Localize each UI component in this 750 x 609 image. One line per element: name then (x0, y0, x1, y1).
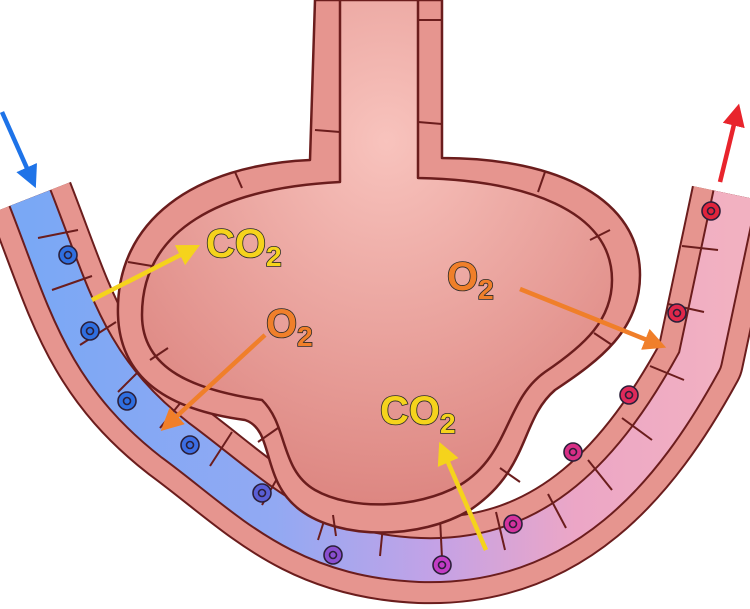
co2-label-bottom: CO2 (380, 389, 456, 439)
o2-label-right: O2 (447, 255, 494, 305)
blood-cell (503, 514, 523, 534)
co2-diffusion-arrow-top (90, 244, 201, 303)
o2-label-left: O2 (266, 302, 313, 352)
co2-label-top: CO2 (206, 222, 282, 272)
blood-cell (58, 245, 78, 265)
gas-exchange-arrows (90, 244, 667, 551)
blood-cell (252, 483, 272, 503)
co2-label-top-subscript: 2 (266, 241, 282, 272)
o2-label-right-subscript: 2 (478, 274, 494, 305)
blood-cell (701, 201, 721, 221)
blood-cell (432, 555, 452, 575)
co2-label-bottom-text: CO (380, 389, 440, 433)
o2-diffusion-arrow-left (160, 333, 267, 432)
blood-cells (58, 201, 721, 575)
arrow-down-icon (0, 111, 37, 189)
alveolus-cell-divisions (127, 19, 613, 537)
o2-label-left-subscript: 2 (297, 321, 313, 352)
co2-diffusion-arrow-bottom (437, 441, 489, 551)
blood-cell (80, 321, 100, 341)
blood-cell (619, 385, 639, 405)
blood-cell (117, 391, 137, 411)
co2-label-top-text: CO (206, 222, 266, 266)
alveolus (116, 0, 642, 537)
o2-label-right-text: O (447, 255, 478, 299)
blood-cell (180, 435, 200, 455)
alveolus-lumen (140, 0, 614, 506)
blood-cell (323, 545, 343, 565)
blood-cell (667, 303, 687, 323)
co2-label-bottom-subscript: 2 (440, 408, 456, 439)
arrow-up-icon (717, 103, 745, 183)
capillary (0, 181, 750, 605)
blood-cell (563, 442, 583, 462)
o2-diffusion-arrow-right (519, 286, 667, 350)
o2-label-left-text: O (266, 302, 297, 346)
